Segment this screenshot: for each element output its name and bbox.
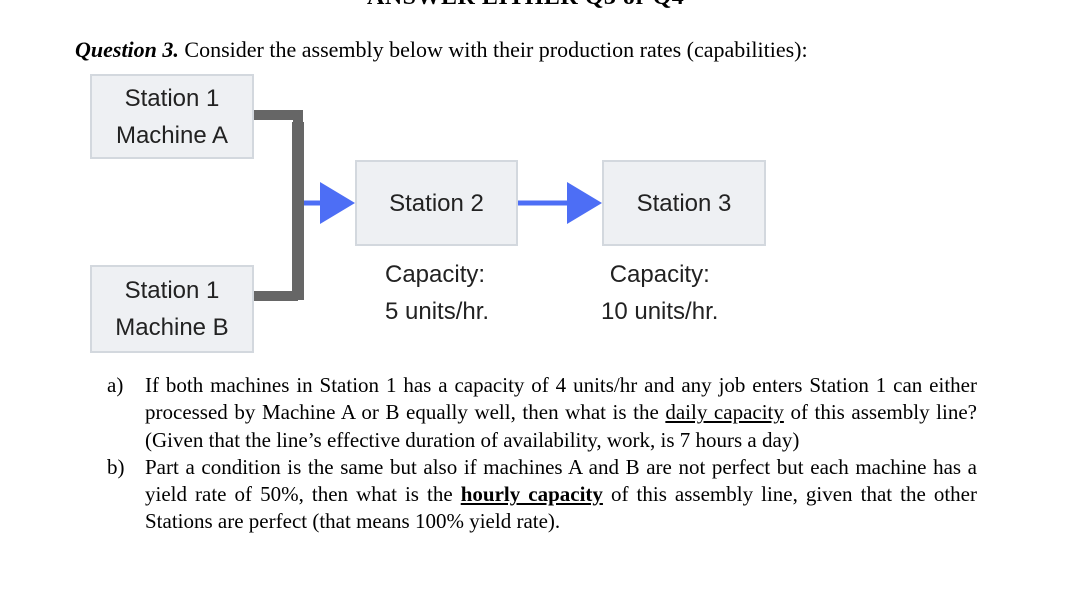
station2-label: Station 2: [389, 189, 484, 217]
question-text: Consider the assembly below with their p…: [178, 37, 808, 62]
station3-label: Station 3: [636, 189, 732, 217]
part-b: b) Part a condition is the same but also…: [107, 454, 977, 536]
station3-box: Station 3: [602, 160, 766, 246]
question-parts: a) If both machines in Station 1 has a c…: [107, 372, 977, 536]
arrow-to-station2-head: [320, 182, 355, 224]
part-a-label: a): [107, 373, 124, 397]
station1a-line1: Station 1: [124, 84, 220, 112]
station1-machine-a-box: Station 1 Machine A: [90, 74, 254, 159]
part-a-emph: daily capacity: [665, 400, 784, 425]
part-a-text2: of this assembly line? (Given that the l…: [145, 400, 977, 452]
station1-machine-b-box: Station 1 Machine B: [90, 265, 254, 353]
station1b-line1: Station 1: [124, 277, 220, 304]
connector-machine-a: [253, 110, 303, 125]
station3-capacity-label: Capacity:: [609, 261, 710, 288]
station3-capacity-value: 10 units/hr.: [601, 298, 719, 325]
station3-capacity: Capacity: 10 units/hr.: [601, 256, 718, 330]
arrow-to-station3-head: [567, 182, 602, 224]
header-cut-text: ANSWER EITHER Q3 or Q4: [367, 0, 684, 11]
part-b-label: b): [107, 454, 125, 479]
part-b-text2: of this assembly line, given that the ot…: [145, 482, 977, 534]
part-b-text1: Part a condition is the same but also if…: [145, 454, 977, 507]
station2-capacity: Capacity: 5 units/hr.: [385, 256, 489, 330]
station2-capacity-value: 5 units/hr.: [385, 298, 490, 325]
part-a: a) If both machines in Station 1 has a c…: [107, 372, 977, 454]
question-label: Question 3.: [75, 37, 179, 62]
connector-merge-bar: [292, 122, 304, 300]
station1a-line2: Machine A: [115, 121, 229, 149]
question-title: Question 3. Consider the assembly below …: [75, 37, 808, 63]
station2-box: Station 2: [355, 160, 518, 246]
station2-capacity-label: Capacity:: [385, 261, 486, 288]
part-a-text1: If both machines in Station 1 has a capa…: [145, 373, 977, 425]
part-b-emph: hourly capacity: [460, 482, 603, 507]
station1b-line2: Machine B: [115, 314, 229, 341]
